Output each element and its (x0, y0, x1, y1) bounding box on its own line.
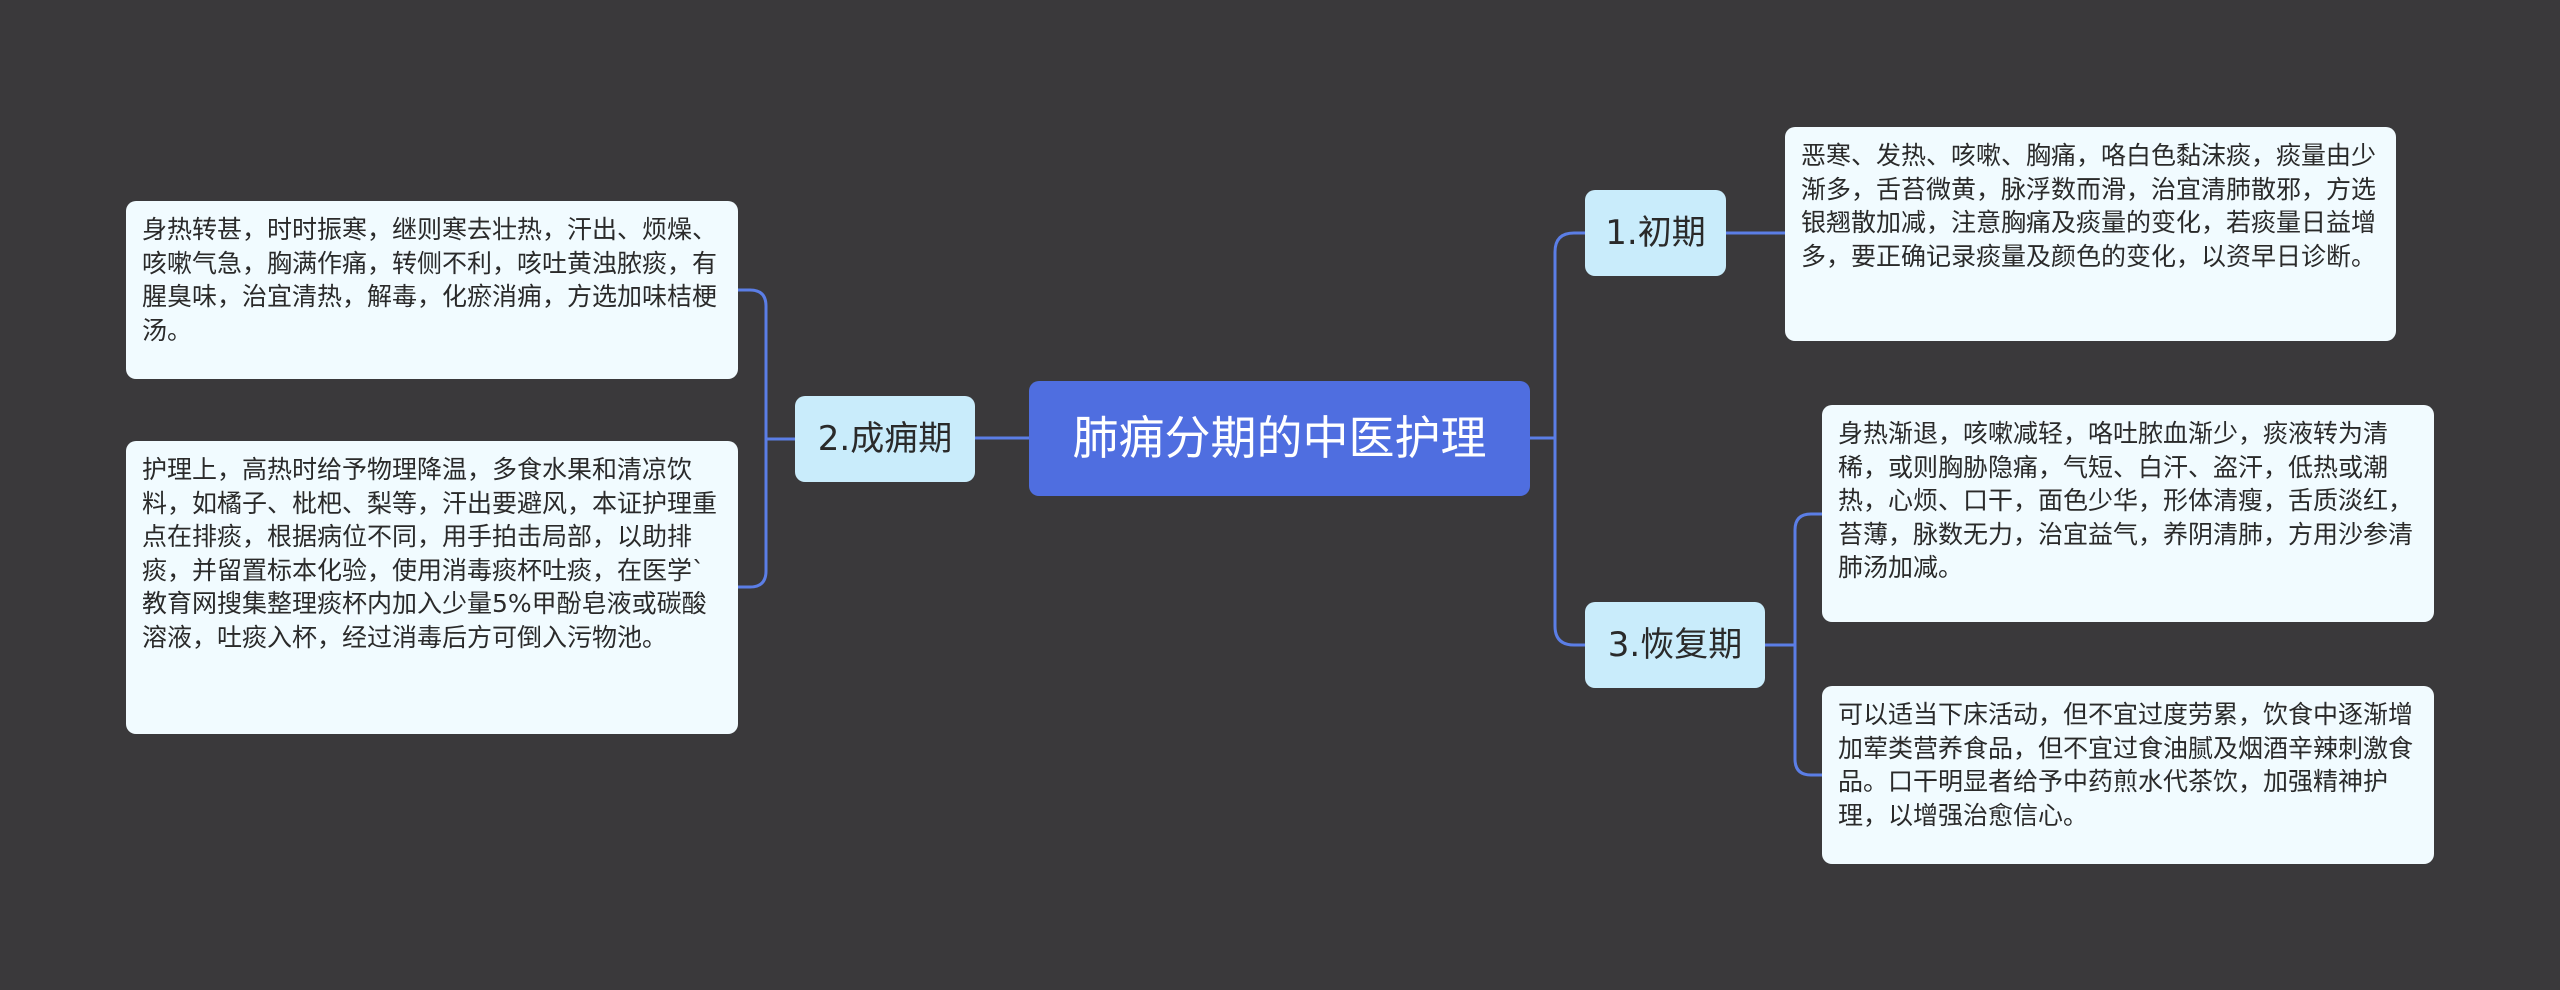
root-topic[interactable]: 肺痈分期的中医护理 (1029, 381, 1530, 496)
connector-right-trunk-to-branch-1 (1553, 231, 1585, 438)
connector-branch-3-to-leaf-2 (1793, 645, 1822, 777)
branch-recovery-stage[interactable]: 3.恢复期 (1585, 602, 1765, 688)
leaf-initial-stage-detail[interactable]: 恶寒、发热、咳嗽、胸痛，咯白色黏沫痰，痰量由少渐多，舌苔微黄，脉浮数而滑，治宜清… (1785, 127, 2396, 341)
branch-initial-stage[interactable]: 1.初期 (1585, 190, 1726, 276)
connector-right-trunk-to-branch-3 (1553, 438, 1585, 647)
branch-abscess-stage[interactable]: 2.成痈期 (795, 396, 975, 482)
leaf-recovery-stage-symptoms[interactable]: 身热渐退，咳嗽减轻，咯吐脓血渐少，痰液转为清稀，或则胸胁隐痛，气短、白汗、盗汗，… (1822, 405, 2434, 622)
leaf-recovery-stage-nursing[interactable]: 可以适当下床活动，但不宜过度劳累，饮食中逐渐增加荤类营养食品，但不宜过食油腻及烟… (1822, 686, 2434, 864)
connector-branch-2-to-leaf-2 (738, 439, 768, 589)
leaf-abscess-stage-nursing[interactable]: 护理上，高热时给予物理降温，多食水果和清凉饮料，如橘子、枇杷、梨等，汗出要避风，… (126, 441, 738, 734)
connector-branch-2-to-leaf-1 (738, 288, 795, 441)
connector-branch-3-to-leaf-1 (1765, 512, 1822, 647)
leaf-abscess-stage-symptoms[interactable]: 身热转甚，时时振寒，继则寒去壮热，汗出、烦燥、咳嗽气急，胸满作痛，转侧不利，咳吐… (126, 201, 738, 379)
